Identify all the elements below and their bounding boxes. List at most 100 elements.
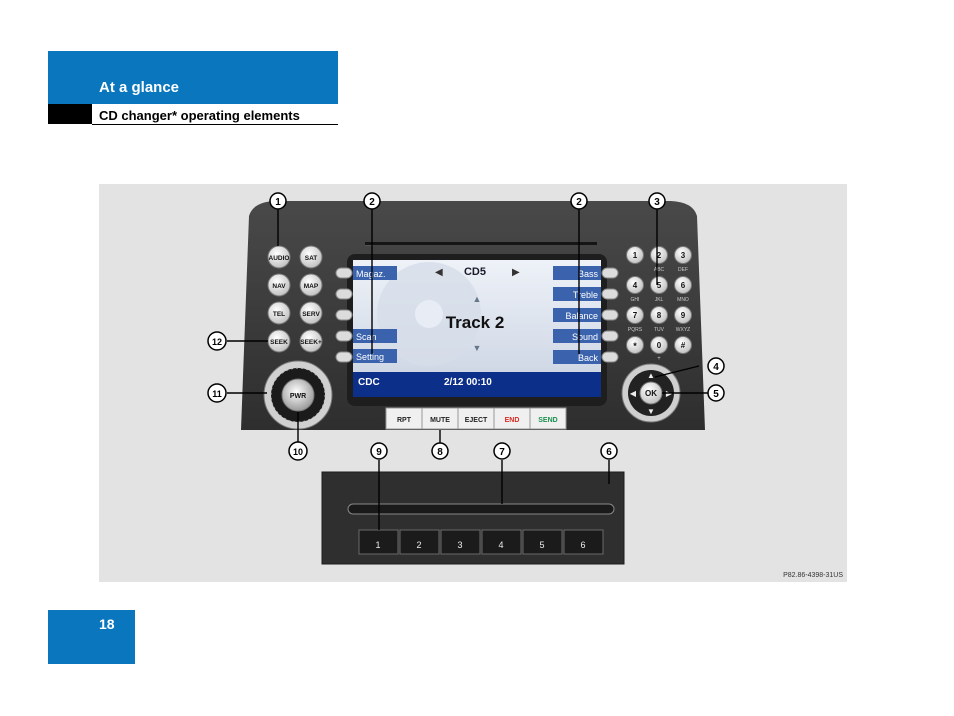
callout-10 xyxy=(288,441,308,461)
soft-label-setting: Setting xyxy=(356,352,384,362)
seek-plus-button[interactable] xyxy=(299,329,323,353)
left-function-buttons[interactable]: AUDIO SAT NAV MAP TEL SERV SEEK SEEK+ xyxy=(267,245,323,353)
ok-button-label: OK xyxy=(645,389,657,398)
callout-8 xyxy=(431,442,449,460)
page-number-box xyxy=(48,610,135,664)
power-button[interactable] xyxy=(281,378,315,412)
key-2-letters: ABC xyxy=(654,267,665,273)
map-button[interactable] xyxy=(299,273,323,297)
send-button[interactable] xyxy=(529,407,567,430)
soft-label-scan: Scan xyxy=(356,332,377,342)
screen-up-icon[interactable]: ▲ xyxy=(473,294,482,304)
soft-label-magaz: Magaz. xyxy=(356,269,386,279)
soft-key-right-4[interactable] xyxy=(601,330,619,342)
callout-7-label: 7 xyxy=(499,447,505,458)
callout-2a-label: 2 xyxy=(369,197,375,208)
nav-button[interactable] xyxy=(267,273,291,297)
joystick-down-icon[interactable]: ▼ xyxy=(647,407,655,416)
soft-key-right-5[interactable] xyxy=(601,351,619,363)
cd-watermark-hole xyxy=(415,300,443,328)
seek-plus-button-label: SEEK+ xyxy=(300,339,322,346)
changer-button-4[interactable] xyxy=(481,529,522,555)
changer-button-3[interactable] xyxy=(440,529,481,555)
soft-key-left-1[interactable] xyxy=(335,267,353,279)
soft-key-left-3[interactable] xyxy=(335,309,353,321)
tel-button-label: TEL xyxy=(273,311,285,318)
key-star[interactable] xyxy=(626,336,644,354)
figure-code: P82.86-4398-31US xyxy=(783,572,843,579)
key-hash[interactable] xyxy=(674,336,692,354)
callout-leaders xyxy=(227,209,708,530)
key-7[interactable] xyxy=(626,306,644,324)
callout-4-label: 4 xyxy=(713,362,719,373)
key-0[interactable] xyxy=(650,336,668,354)
sat-button[interactable] xyxy=(299,245,323,269)
eject-button-label: EJECT xyxy=(465,417,488,424)
screen-prev-icon[interactable]: ◀ xyxy=(435,267,443,278)
numeric-keypad[interactable]: 1 2 ABC 3 DEF 4 GHI 5 JKL 6 MNO 7 PQRS 8… xyxy=(626,246,692,363)
changer-button-4-label: 4 xyxy=(498,540,503,550)
callout-5 xyxy=(707,384,725,402)
callout-4 xyxy=(707,357,725,375)
changer-magazine-buttons[interactable]: 1 2 3 4 5 6 xyxy=(358,529,604,555)
screen-next-icon[interactable]: ▶ xyxy=(512,267,520,278)
key-8[interactable] xyxy=(650,306,668,324)
power-button-label: PWR xyxy=(290,393,306,400)
changer-button-6-label: 6 xyxy=(580,540,585,550)
key-6-letters: MNO xyxy=(677,297,689,303)
key-9[interactable] xyxy=(674,306,692,324)
changer-button-6[interactable] xyxy=(563,529,604,555)
soft-key-buttons[interactable] xyxy=(335,267,619,363)
tel-button[interactable] xyxy=(267,301,291,325)
soft-key-right-3[interactable] xyxy=(601,309,619,321)
page-number: 18 xyxy=(99,616,115,632)
key-8-letters: TUV xyxy=(654,327,665,333)
audio-button[interactable] xyxy=(267,245,291,269)
header-band xyxy=(48,51,338,104)
joystick-left-icon[interactable]: ◀ xyxy=(630,389,637,398)
key-4[interactable] xyxy=(626,276,644,294)
key-3-label: 3 xyxy=(681,251,686,260)
soft-key-right-2[interactable] xyxy=(601,288,619,300)
section-title: At a glance xyxy=(99,79,180,96)
bottom-function-buttons[interactable]: RPT MUTE EJECT END SEND xyxy=(385,407,567,430)
callout-6 xyxy=(600,442,618,460)
key-4-label: 4 xyxy=(633,281,638,290)
sat-button-label: SAT xyxy=(305,255,318,262)
key-3-letters: DEF xyxy=(678,267,688,273)
key-hash-label: # xyxy=(681,341,686,350)
screen-track-label: Track 2 xyxy=(446,313,505,332)
changer-button-2-label: 2 xyxy=(416,540,421,550)
send-button-label: SEND xyxy=(538,417,557,424)
joystick-up-icon[interactable]: ▲ xyxy=(647,371,655,380)
callout-10-label: 10 xyxy=(293,447,303,457)
key-5[interactable] xyxy=(650,276,668,294)
changer-button-2[interactable] xyxy=(399,529,440,555)
soft-key-left-4[interactable] xyxy=(335,330,353,342)
key-2[interactable] xyxy=(650,246,668,264)
changer-button-1[interactable] xyxy=(358,529,399,555)
changer-disc-slot[interactable] xyxy=(347,503,615,515)
key-5-label: 5 xyxy=(657,281,662,290)
cd-changer-figure: CD5 ◀ ▶ ▲ Track 2 ▼ CDC 2/12 00:10 Magaz… xyxy=(99,184,847,582)
key-6[interactable] xyxy=(674,276,692,294)
header-marker xyxy=(48,104,92,124)
key-7-label: 7 xyxy=(633,311,638,320)
soft-key-left-2[interactable] xyxy=(335,288,353,300)
soft-key-left-5[interactable] xyxy=(335,351,353,363)
callout-3-label: 3 xyxy=(654,197,660,208)
key-1[interactable] xyxy=(626,246,644,264)
callout-6-label: 6 xyxy=(606,447,612,458)
screen-down-icon[interactable]: ▼ xyxy=(473,343,482,353)
callout-11-label: 11 xyxy=(212,389,222,399)
serv-button-label: SERV xyxy=(302,311,320,318)
callout-2a xyxy=(363,192,381,210)
changer-button-5[interactable] xyxy=(522,529,563,555)
soft-key-right-1[interactable] xyxy=(601,267,619,279)
key-9-label: 9 xyxy=(681,311,686,320)
callout-1-label: 1 xyxy=(275,197,281,208)
serv-button[interactable] xyxy=(299,301,323,325)
key-2-label: 2 xyxy=(657,251,662,260)
soft-keys-right: Bass Treble Balance Sound Back xyxy=(553,266,601,364)
key-3[interactable] xyxy=(674,246,692,264)
